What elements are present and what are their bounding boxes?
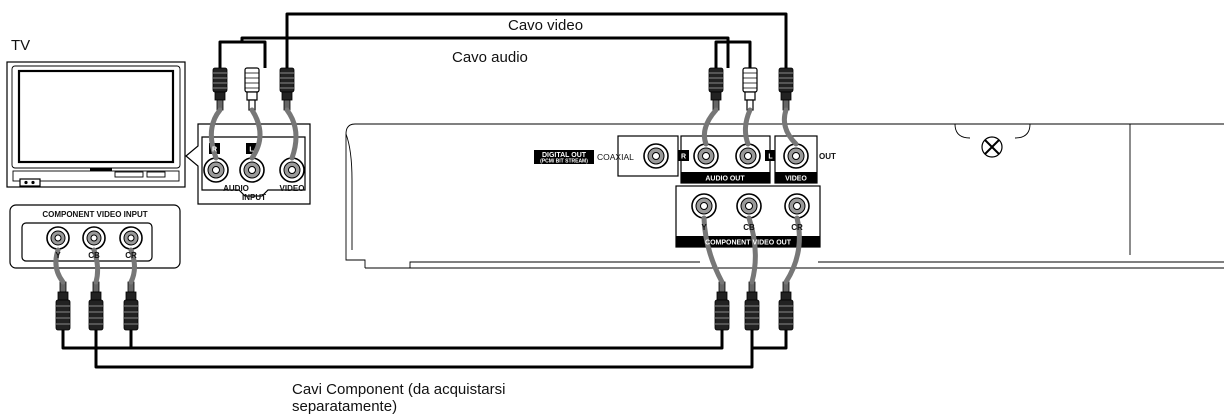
plug-player-audio-r: [708, 67, 724, 111]
player-digital-out-label: DIGITAL OUT: [542, 152, 587, 159]
video-cable-label: Cavo video: [508, 17, 583, 34]
player-video-label: VIDEO: [785, 176, 807, 183]
tv-jack-video: [279, 157, 305, 183]
tv: [6, 61, 186, 188]
plug-player-component-y: [714, 281, 730, 331]
player-jack-audio-r: [693, 143, 719, 169]
plug-tv-component-cr: [123, 281, 139, 331]
player-out-label: OUT: [819, 152, 836, 161]
player-jack-cr: [784, 193, 810, 219]
tv-component-cr-label: CR: [125, 251, 137, 260]
tv-jack-cb: [82, 226, 106, 250]
tv-input-label: INPUT: [242, 193, 266, 202]
player-audio-out-label: AUDIO OUT: [705, 176, 745, 183]
player-coaxial-jack: [643, 143, 669, 169]
player-component-y-label: Y: [701, 223, 707, 232]
player-jack-video: [783, 143, 809, 169]
component-cables-label-line1: Cavi Component (da acquistarsi: [292, 381, 505, 398]
player-coaxial-label: COAXIAL: [597, 152, 634, 162]
tv-jack-y: [46, 226, 70, 250]
player-component-video-out-label: COMPONENT VIDEO OUT: [705, 240, 792, 247]
player-digital-panel: [534, 135, 679, 177]
player-chip-l: [765, 150, 776, 161]
player-digital-out-sub-label: (PCM/ BIT STREAM): [540, 159, 588, 165]
player-jack-y: [691, 193, 717, 219]
tv-chip-l: [246, 143, 257, 154]
plug-player-component-cb: [744, 281, 760, 331]
tv-jack-cr: [119, 226, 143, 250]
video-cable: [285, 12, 788, 68]
tv-component-jacks: [46, 226, 143, 250]
tv-video-label: VIDEO: [280, 184, 305, 193]
connection-arcs: [53, 107, 802, 285]
screw-icon: [981, 136, 1003, 158]
player-chip-l-label: L: [768, 154, 773, 161]
player-jack-audio-l: [735, 143, 761, 169]
tv-chip-r-label: R: [212, 147, 217, 154]
tv-component-title: COMPONENT VIDEO INPUT: [42, 210, 147, 219]
player-component-cb-label: CB: [743, 223, 755, 232]
plug-tv-video: [279, 67, 295, 111]
plug-player-video: [778, 67, 794, 111]
plug-player-component-cr: [778, 281, 794, 331]
player-chip-r: [678, 150, 689, 161]
tv-audio-label: AUDIO: [223, 184, 249, 193]
component-cables: [61, 330, 788, 369]
plug-tv-audio-l: [244, 67, 260, 111]
player-component-cr-label: CR: [791, 223, 803, 232]
tv-label: TV: [11, 37, 30, 54]
player-jack-cb: [736, 193, 762, 219]
audio-cable: [218, 36, 752, 68]
plug-tv-audio-r: [212, 67, 228, 111]
tv-component-cb-label: CB: [88, 251, 100, 260]
plug-player-audio-l: [742, 67, 758, 111]
plug-tv-component-cb: [88, 281, 104, 331]
tv-av-jacks: [203, 157, 305, 183]
plug-tv-component-y: [55, 281, 71, 331]
tv-chip-l-label: L: [249, 147, 254, 154]
player-component-jacks: [691, 193, 810, 219]
tv-jack-audio-l: [239, 157, 265, 183]
player-chip-r-label: R: [681, 154, 686, 161]
tv-component-y-label: Y: [55, 251, 61, 260]
component-cables-label-line2: separatamente): [292, 398, 397, 415]
tv-jack-audio-r: [203, 157, 229, 183]
audio-cable-label: Cavo audio: [452, 49, 528, 66]
